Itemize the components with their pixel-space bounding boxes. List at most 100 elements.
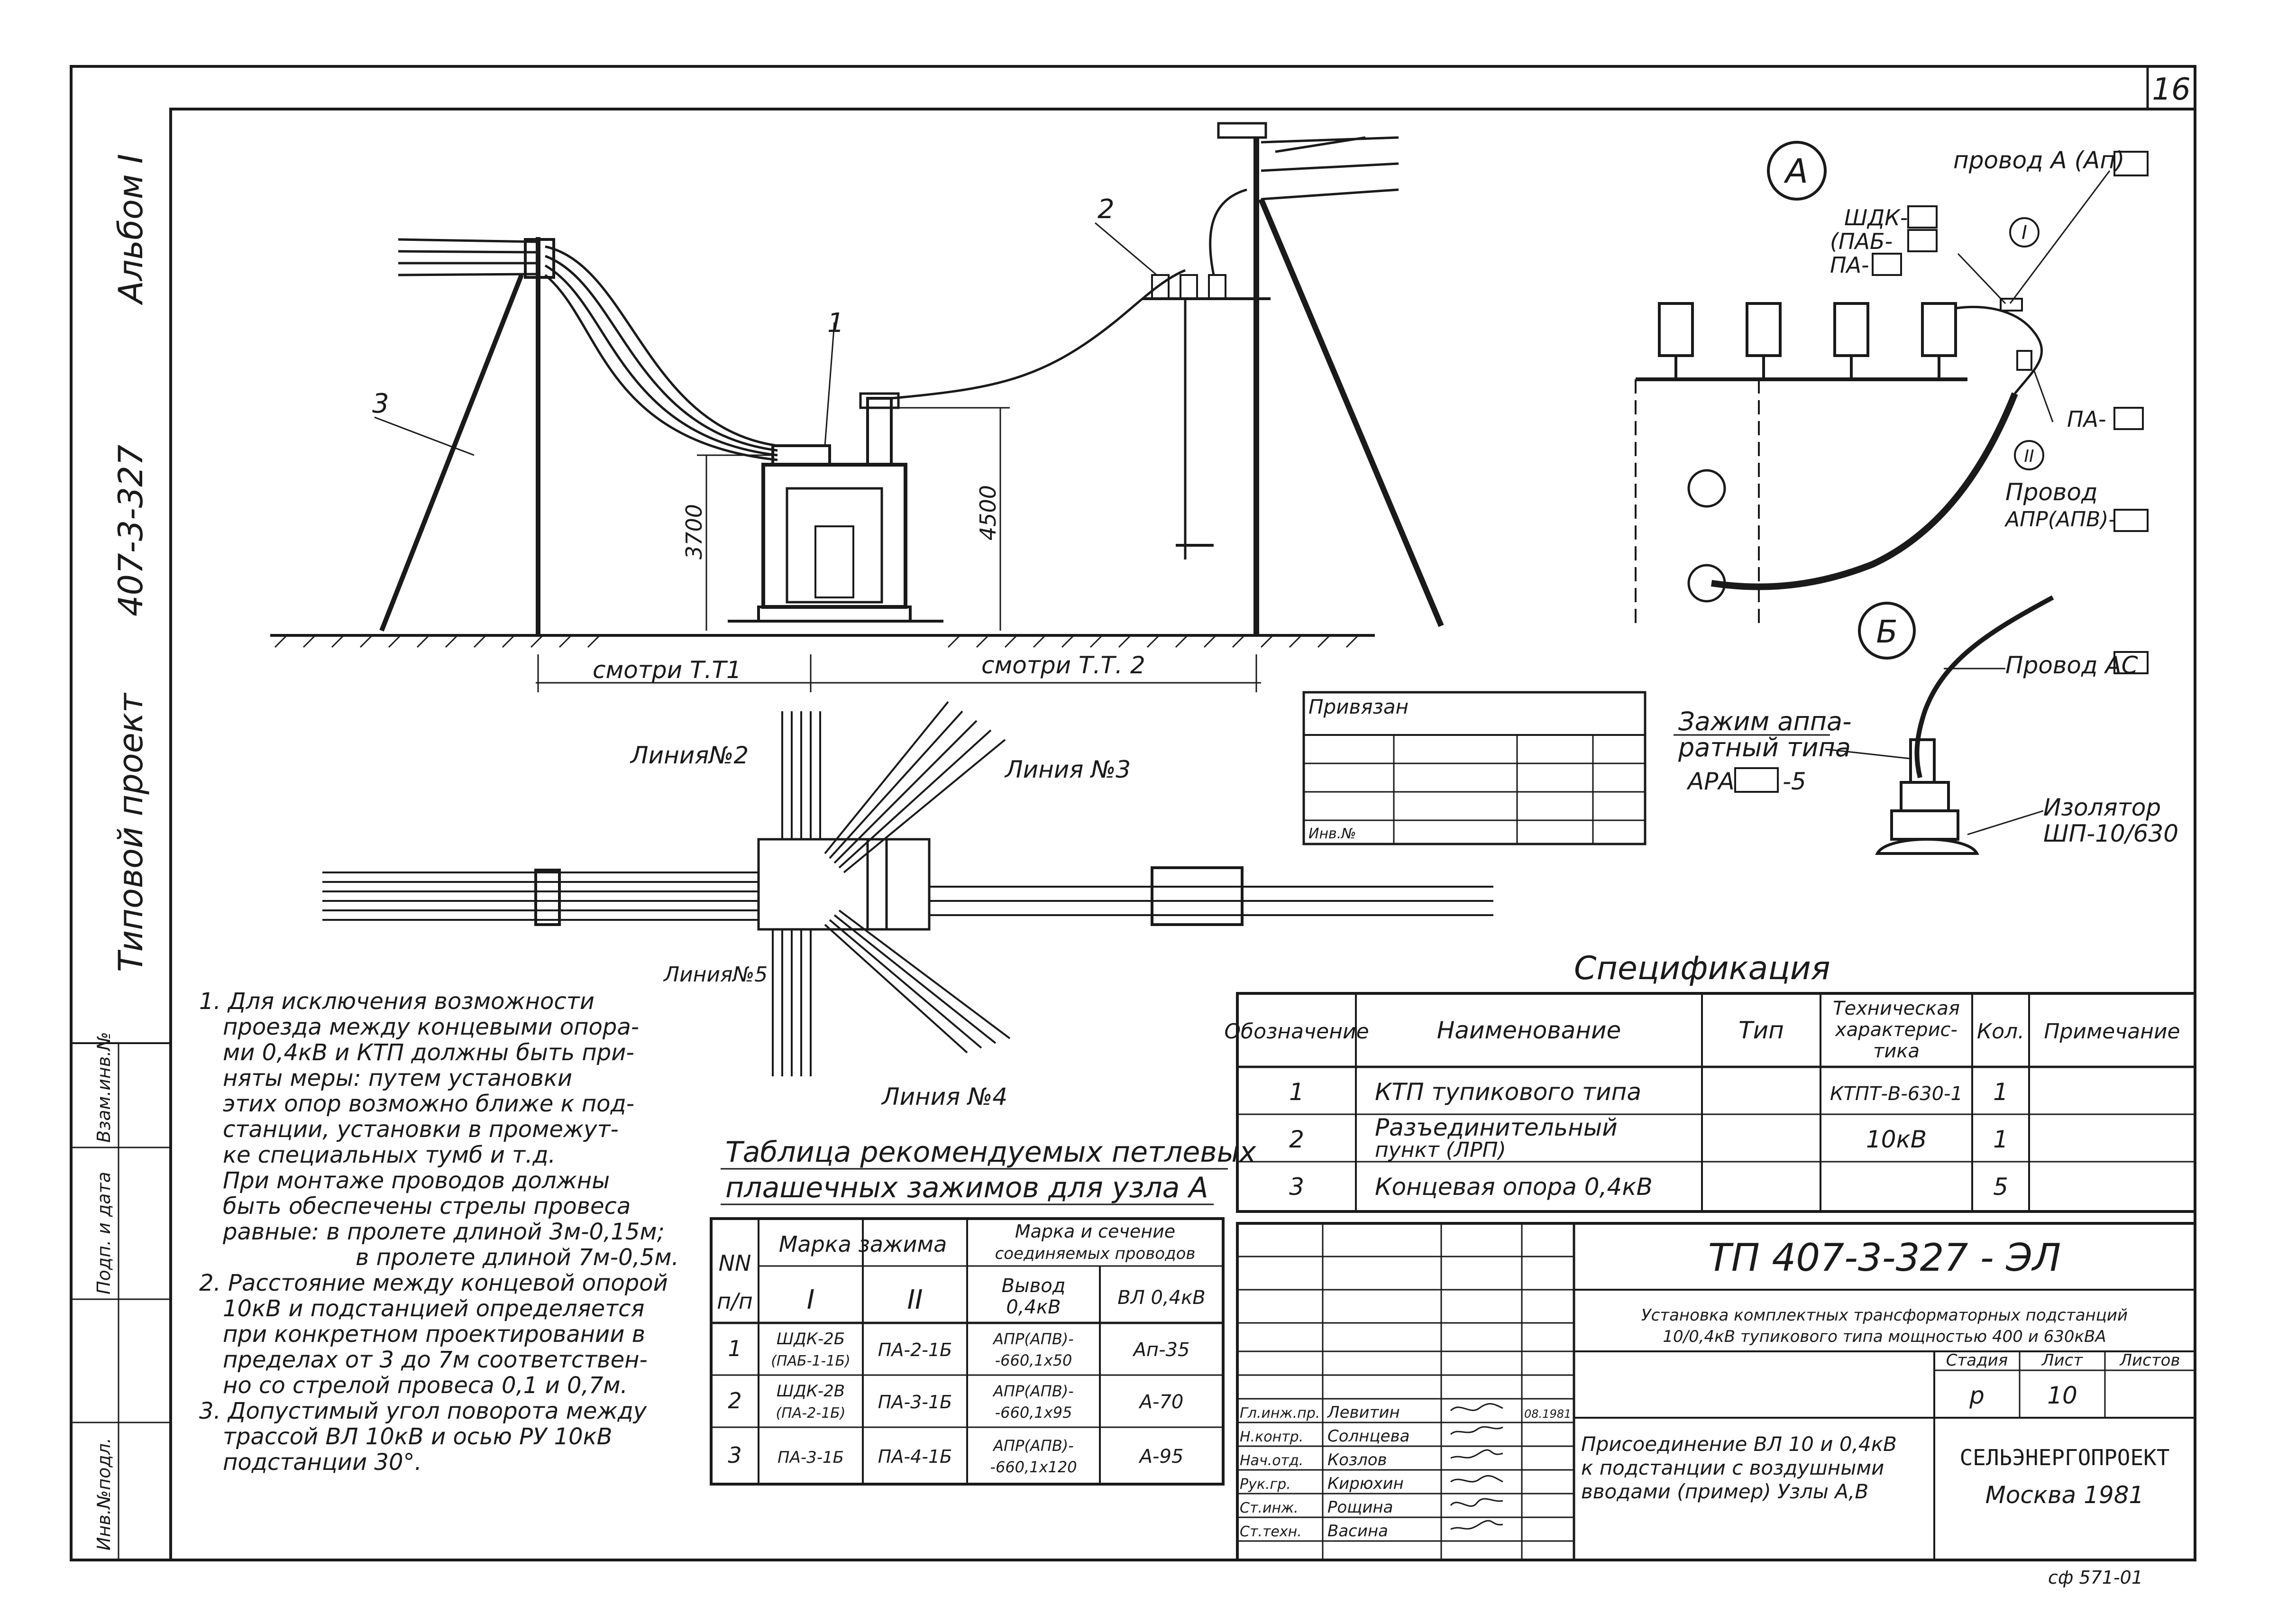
height-4500: 4500 xyxy=(975,485,1001,541)
plan-lines-up xyxy=(781,711,821,839)
note-line: равные: в пролете длиной 3м-0,15м; xyxy=(223,1219,665,1245)
sig-name: Левитин xyxy=(1326,1403,1400,1422)
ground-hatch xyxy=(274,634,1359,648)
spec-row-name: Концевая опора 0,4кВ xyxy=(1375,1173,1653,1201)
clamp-label-4: -5 xyxy=(1783,768,1806,795)
leader xyxy=(1957,253,2006,304)
note-line: ке специальных тумб и т.д. xyxy=(223,1142,556,1168)
clamp-row-out-2: -660,1х50 xyxy=(995,1351,1072,1369)
clamp-row-out: АПР(АПВ)- xyxy=(992,1382,1074,1400)
plan-lines-down xyxy=(772,929,812,1076)
note-line: 3. Допустимый угол поворота между xyxy=(199,1398,647,1424)
see-tt1: смотри Т.Т1 xyxy=(593,656,741,684)
note-line: при конкретном проектировании в xyxy=(223,1321,645,1348)
node-b-detail: Б Провод АС Зажим аппа- ратный типа АРА … xyxy=(1674,595,2178,855)
marker-ii xyxy=(2014,440,2044,470)
clamp-row-vl: А-70 xyxy=(1138,1391,1184,1413)
clamp-label-3: АРА xyxy=(1686,768,1735,795)
drawing-name-3: вводами (пример) Узлы А,В xyxy=(1581,1480,1868,1503)
notes-block: 1. Для исключения возможности проезда ме… xyxy=(199,989,702,1475)
org-city: Москва 1981 xyxy=(1985,1481,2144,1509)
blank-box xyxy=(1907,205,1938,229)
blank-box xyxy=(1907,229,1938,252)
ktp-substation xyxy=(728,392,943,623)
strip-label: Подп. и дата xyxy=(93,1172,114,1294)
clamp-h-vl: ВЛ 0,4кВ xyxy=(1117,1287,1205,1309)
callout-leader xyxy=(374,416,475,456)
leader xyxy=(2033,369,2054,422)
clamp-row-out: АПР(АПВ)- xyxy=(992,1437,1074,1455)
leader xyxy=(2009,170,2111,304)
spec-table: Спецификация Обозначение Наименование Ти… xyxy=(1224,950,2196,1213)
spec-row-pos: 1 xyxy=(1289,1078,1304,1106)
signature-grid xyxy=(1237,1223,1574,1560)
plan-lines-diag-down xyxy=(824,909,1011,1054)
spec-row-name: КТП тупикового типа xyxy=(1375,1078,1641,1106)
clamp-row-i-2: (ПА-2-1Б) xyxy=(776,1405,846,1422)
clamp-title-2: плашечных зажимов для узла А xyxy=(725,1171,1208,1204)
drawing-code: ТП 407-3-327 - ЭЛ xyxy=(1708,1236,2061,1280)
sig-date: 08.1981 xyxy=(1524,1407,1571,1421)
spec-h-tech-2: характерис- xyxy=(1834,1019,1958,1041)
pole-head xyxy=(524,238,555,279)
clamp-row-n: 1 xyxy=(728,1336,741,1361)
spec-row-name: Разъединительный xyxy=(1375,1114,1618,1141)
node-b-label: Б xyxy=(1876,614,1897,650)
elevation-view: 3 1 3700 4500 xyxy=(270,122,1444,692)
sheet-number-box xyxy=(2146,65,2196,110)
sig-role: Ст.инж. xyxy=(1240,1500,1299,1516)
clamp-table: Таблица рекомендуемых петлевых плашечных… xyxy=(710,1136,1256,1486)
clamp-ii xyxy=(2016,350,2032,371)
strip-label: Инв.№подл. xyxy=(93,1438,114,1551)
blank-box xyxy=(2113,407,2144,430)
sheets-header: Листов xyxy=(2119,1351,2180,1370)
plan-view: Линия№2 Линия №3 Линия №4 Линия№5 xyxy=(322,701,1493,1110)
clamp-h-mark: Марка зажима xyxy=(779,1231,947,1257)
spec-h-qty: Кол. xyxy=(1977,1019,2024,1044)
project-desc-1: Установка комплектных трансформаторных п… xyxy=(1641,1306,2128,1325)
inner-frame xyxy=(169,108,2196,1561)
lv-wires-left xyxy=(398,238,539,276)
blank-box xyxy=(2113,151,2149,176)
spec-row-pos: 3 xyxy=(1289,1173,1304,1201)
node-b-insulator-base xyxy=(1875,838,1979,855)
node-a-wire xyxy=(1955,306,2043,395)
plan-lines-diag-up xyxy=(824,701,1006,873)
line-4-label: Линия №4 xyxy=(881,1083,1007,1110)
note-line: 1. Для исключения возможности xyxy=(199,988,595,1015)
node-a-insulators xyxy=(1658,302,1957,379)
sheet-number: 16 xyxy=(2152,72,2190,107)
blank-box xyxy=(2113,509,2149,532)
clamp-row-vl: А-95 xyxy=(1138,1446,1184,1468)
stage-value: р xyxy=(1969,1382,1985,1409)
album-label: Альбом I xyxy=(111,154,150,305)
pab-label: (ПАБ- xyxy=(1830,229,1893,254)
spec-title: Спецификация xyxy=(1574,950,1830,987)
node-a-detail: А I II провод А (Ап) ШДК- (ПАБ- xyxy=(1635,141,2149,626)
leader xyxy=(1967,810,2044,835)
spec-h-designation: Обозначение xyxy=(1224,1019,1369,1044)
spec-h-tech-1: Техническая xyxy=(1833,998,1960,1019)
project-code: 407-3-327 xyxy=(111,445,150,616)
binding-title: Привязан xyxy=(1308,695,1409,718)
lrp-jumper xyxy=(1209,188,1247,275)
clamp-label-2: ратный типа xyxy=(1678,733,1851,762)
title-block: Гл.инж.пр. Н.контр. Нач.отд. Рук.гр. Ст.… xyxy=(1236,1222,2196,1588)
note-line: станции, установки в промежут- xyxy=(223,1116,619,1143)
node-a-label: А xyxy=(1784,152,1808,191)
clamp-row-i-2: (ПАБ-1-1Б) xyxy=(771,1353,850,1369)
hv-incoming-wires xyxy=(1261,136,1399,201)
clamp-h-nn: NN xyxy=(719,1250,751,1276)
callout-2: 2 xyxy=(1098,194,1115,225)
note-line: 2. Расстояние между концевой опорой xyxy=(199,1270,668,1296)
org-name: СЕЛЬЭНЕРГОПРОЕКТ xyxy=(1959,1445,2169,1470)
sig-role: Рук.гр. xyxy=(1240,1476,1291,1493)
clamp-row-out-2: -660,1х95 xyxy=(995,1404,1072,1422)
lrp-insulator xyxy=(1180,274,1198,300)
node-a-circle xyxy=(1767,141,1827,201)
node-b-insulator-body xyxy=(1890,809,1959,841)
node-a-cable xyxy=(1711,392,2018,590)
callout-3: 3 xyxy=(372,388,389,419)
wire-apr-label: Провод xyxy=(2005,478,2098,506)
